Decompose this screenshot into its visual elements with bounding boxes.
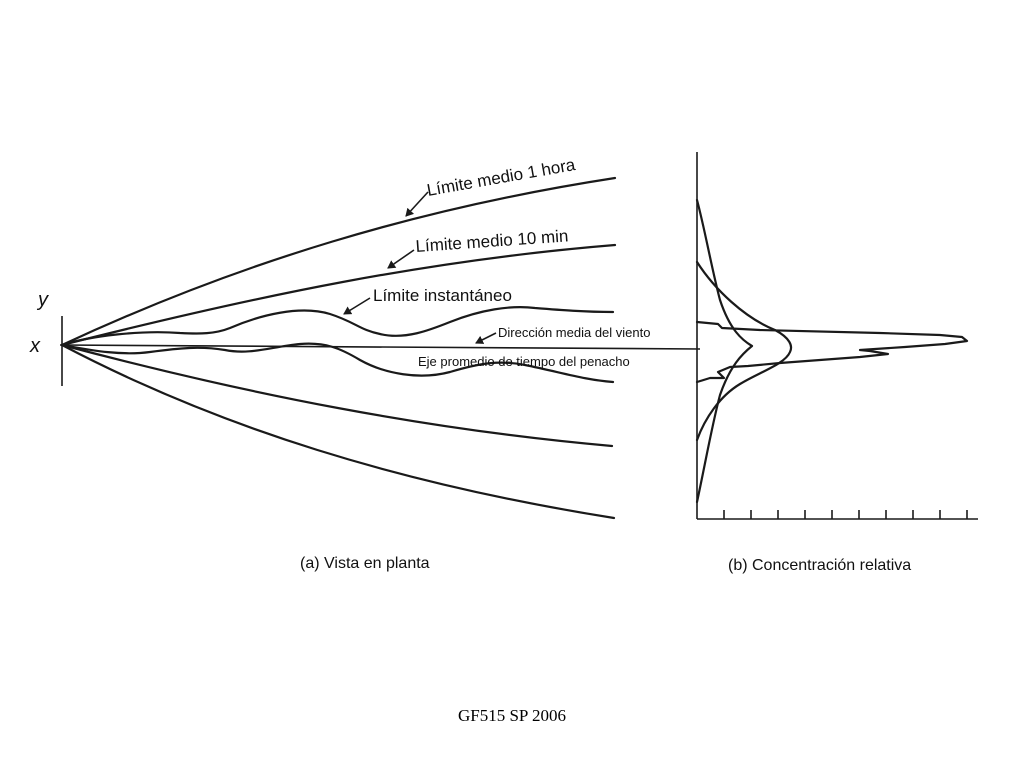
- y-axis-label: y: [36, 289, 49, 311]
- boundary-instant-upper: [60, 306, 615, 347]
- arrow-direccion: [475, 332, 497, 344]
- profile-1hour: [695, 198, 754, 504]
- boundary-instant-lower: [60, 342, 615, 384]
- boundary-1hour-lower: [60, 343, 616, 520]
- boundary-10min-upper: [60, 243, 617, 347]
- label-eje-penacho: Eje promedio de tiempo del penacho: [418, 354, 630, 369]
- boundary-10min-lower: [60, 343, 614, 448]
- panel-a-plan-view: y x Límite medio 1 hora Límite medio 10 …: [29, 155, 701, 572]
- footer-course-label: GF515 SP 2006: [457, 706, 566, 725]
- panel-b-relative-concentration: (b) Concentración relativa: [695, 152, 978, 574]
- caption-a: (a) Vista en planta: [300, 555, 430, 572]
- arrow-10min: [387, 249, 415, 269]
- arrow-instant: [343, 297, 371, 315]
- profile-10min: [695, 260, 793, 442]
- label-limite-instantaneo: Límite instantáneo: [373, 286, 512, 305]
- caption-b: (b) Concentración relativa: [728, 557, 911, 574]
- label-direccion-viento: Dirección media del viento: [498, 325, 650, 340]
- x-axis-line: [59, 344, 701, 350]
- profile-instant: [695, 320, 969, 384]
- boundary-1hour-upper: [60, 176, 617, 347]
- x-axis-label: x: [29, 335, 41, 357]
- profile-tick-marks: [723, 510, 968, 519]
- label-limite-1hora: Límite medio 1 hora: [425, 155, 577, 200]
- arrow-1hora: [405, 191, 429, 217]
